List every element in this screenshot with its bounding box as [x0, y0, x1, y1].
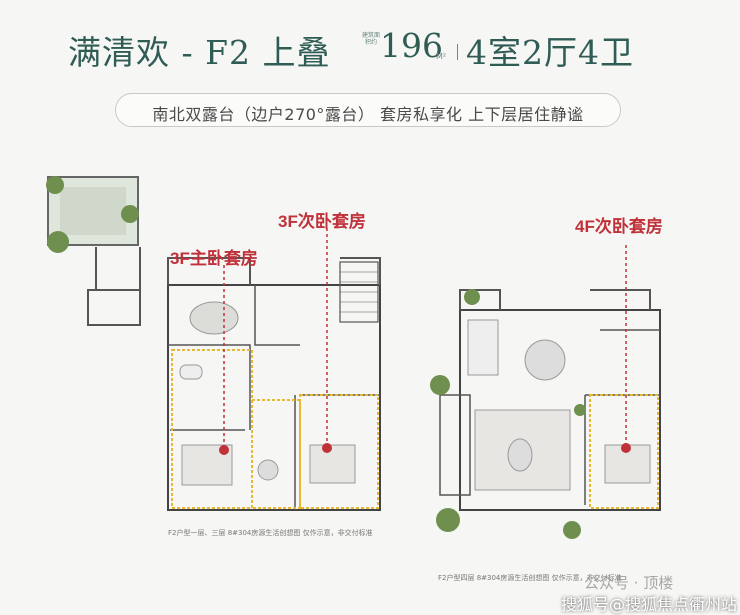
label-3f-second: 3F次卧套房	[278, 212, 366, 231]
bed-second	[309, 444, 356, 484]
plant-icon	[121, 205, 139, 223]
caption-left: F2户型一层、三层 8#304房源生活创想图 仅作示意，非交付标准	[168, 529, 373, 537]
wechat-watermark: 公众号 · 顶楼	[584, 574, 674, 592]
label-3f-master: 3F主卧套房	[170, 249, 258, 268]
label-4f-suite: 4F次卧套房	[575, 217, 663, 236]
plant-icon	[46, 176, 64, 194]
area-value: 196	[380, 26, 443, 65]
tagline-pill: 南北双露台（边户270°露台） 套房私享化 上下层居住静谧	[115, 93, 621, 127]
area-label: 建筑面积约	[362, 32, 381, 46]
sohu-watermark: 搜狐号@搜狐焦点衢州站	[561, 595, 738, 614]
left-floor-plan	[46, 176, 381, 511]
level-4-outline	[459, 309, 661, 511]
level-3-outline	[167, 284, 381, 511]
right-floor-plan	[430, 289, 661, 539]
header: 满清欢 - F2 上叠 建筑面积约 196 M² 4室2厅4卫	[0, 18, 740, 78]
marker-second	[322, 443, 332, 453]
plant-icon	[436, 508, 460, 532]
plant-icon	[430, 375, 450, 395]
plan-title: 满清欢 - F2 上叠	[68, 33, 331, 72]
plant-icon	[47, 231, 69, 253]
plant-icon	[464, 289, 480, 305]
tagline-text: 南北双露台（边户270°露台） 套房私享化 上下层居住静谧	[152, 105, 584, 124]
area-unit: M²	[436, 52, 447, 61]
bed-master	[181, 444, 233, 486]
second-suite-zone	[299, 394, 379, 509]
title-divider	[457, 44, 458, 60]
marker-master	[219, 445, 229, 455]
plant-icon	[574, 404, 586, 416]
caption-right: F2户型四层 8#304房源生活创想图 仅作示意，非交付标准	[438, 574, 622, 582]
suite-4f-zone	[589, 394, 659, 509]
master-suite-zone	[171, 349, 253, 509]
marker-4f	[621, 443, 631, 453]
room-layout: 4室2厅4卫	[466, 33, 634, 72]
plant-icon	[563, 521, 581, 539]
